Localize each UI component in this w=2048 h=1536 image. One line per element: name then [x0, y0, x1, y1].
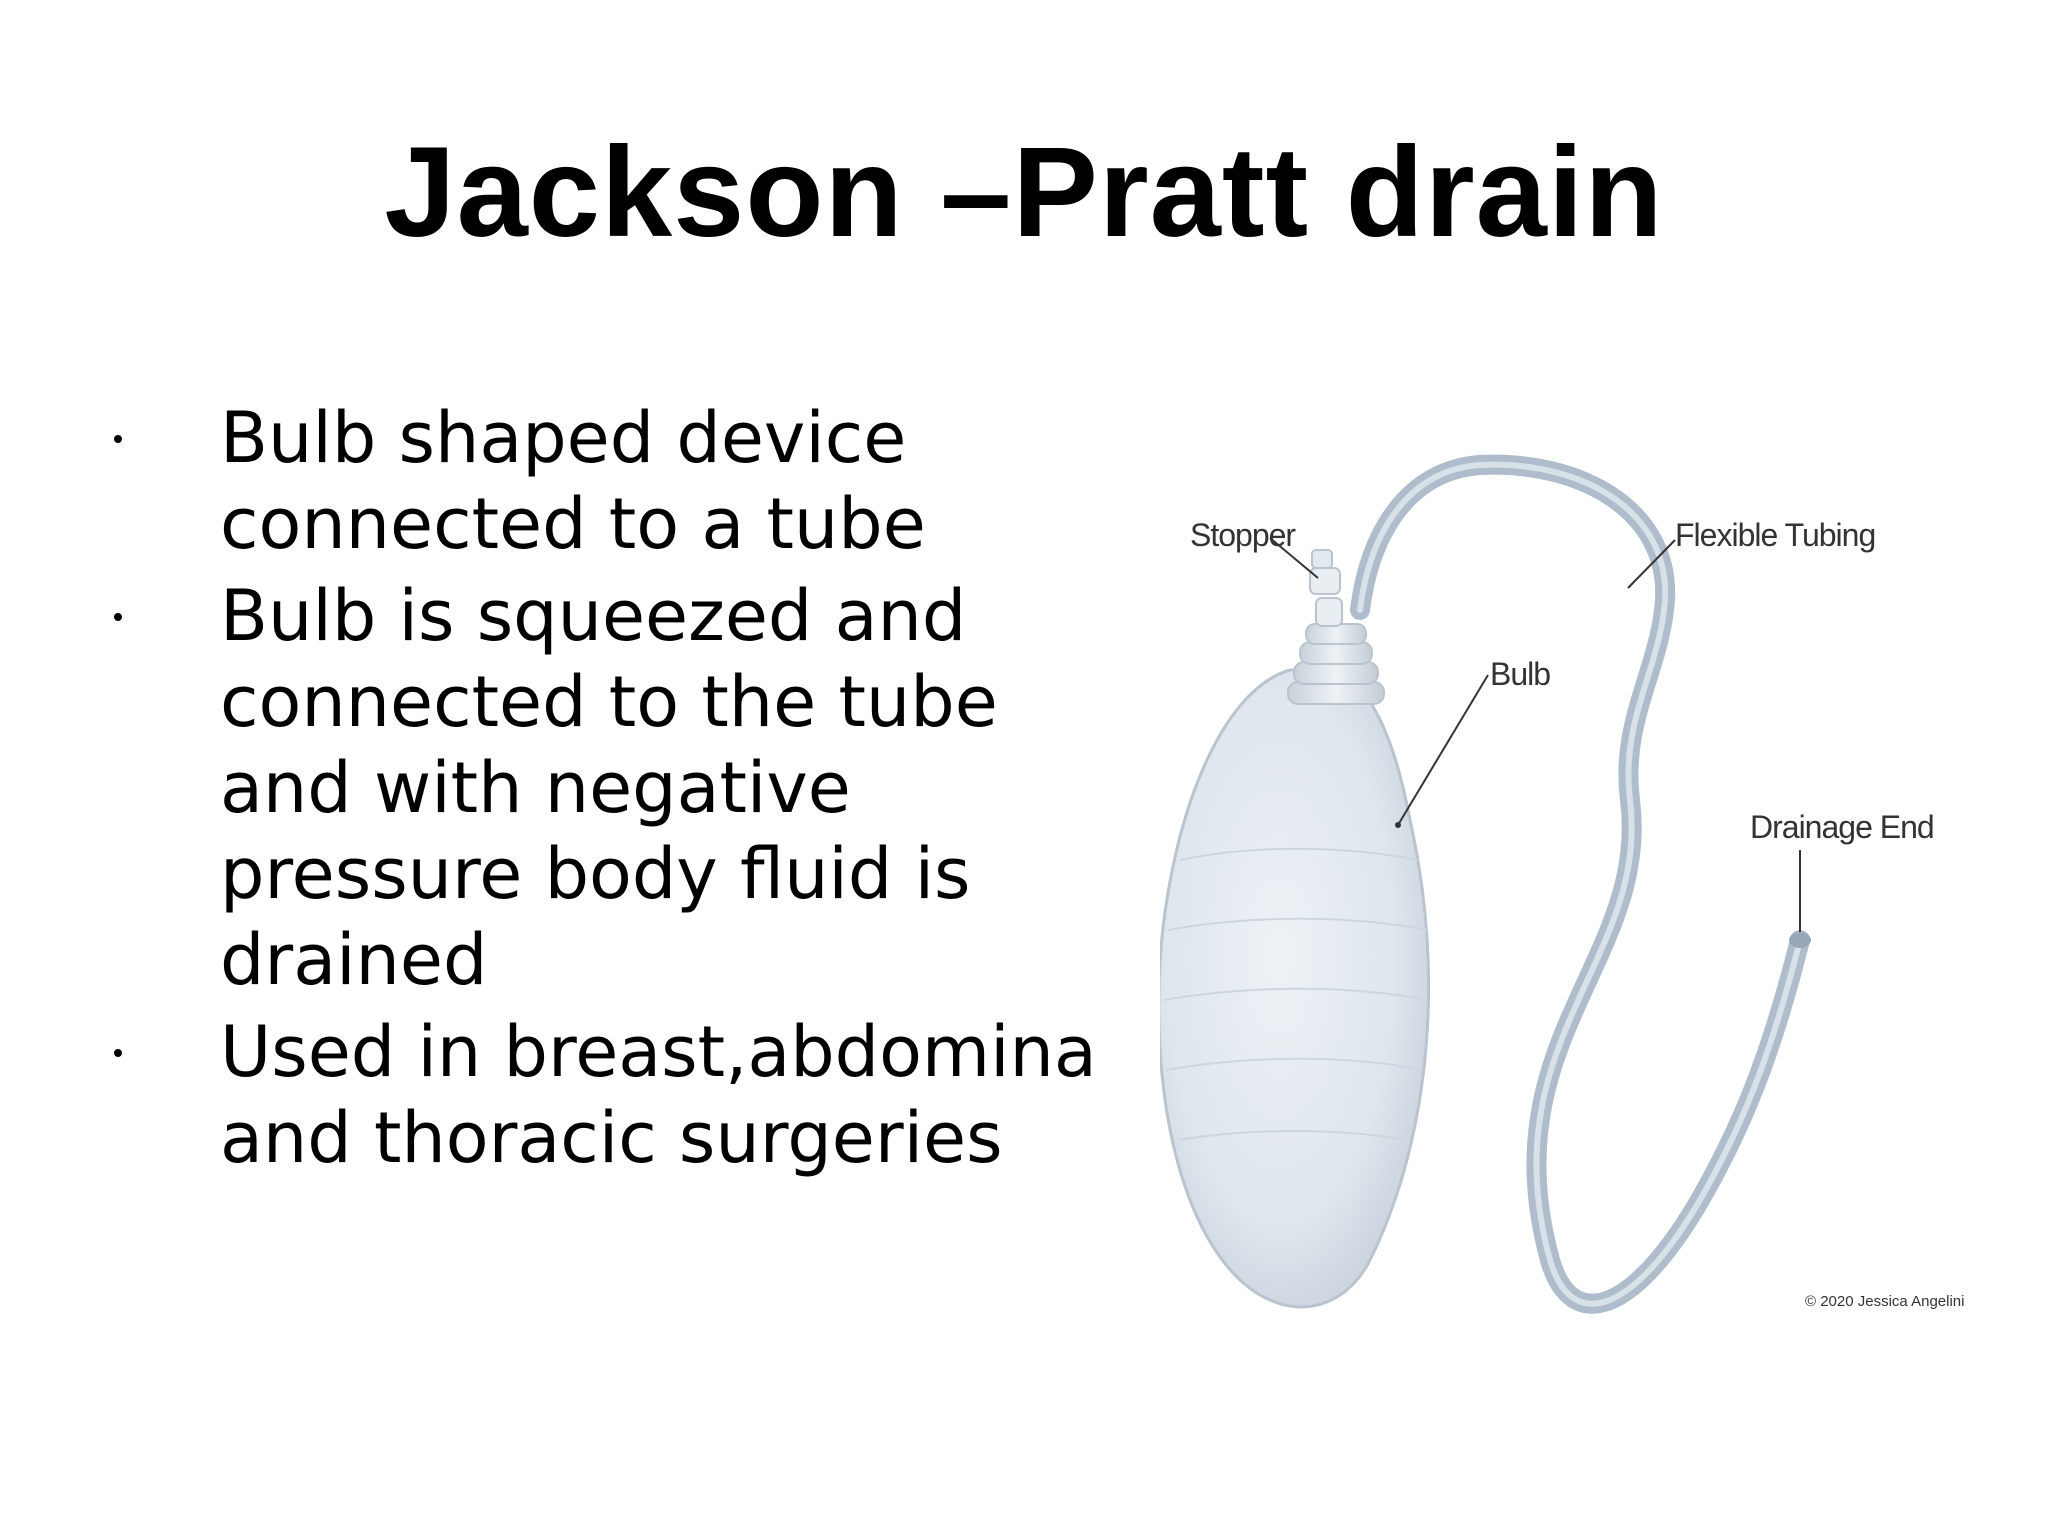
stopper-label: Stopper [1190, 517, 1296, 553]
bullet-list: Bulb shaped device connected to a tube B… [100, 395, 1200, 1181]
bullet-text-line: connected to a tube [220, 483, 926, 565]
slide-title: Jackson –Pratt drain [384, 121, 1664, 264]
bullet-item: Bulb is squeezed and connected to the tu… [100, 573, 1200, 1003]
bullet-dot-icon [114, 1049, 122, 1057]
flexible-tubing-label: Flexible Tubing [1675, 517, 1875, 553]
stopper [1315, 597, 1343, 627]
bulb-neck-ring [1299, 641, 1373, 665]
bulb-band [1165, 1057, 1423, 1071]
bullet-text-line: pressure body fluid is [220, 833, 971, 915]
bulb-band [1163, 987, 1429, 1001]
stopper [1309, 567, 1341, 595]
tubing-highlight [1357, 461, 1803, 1307]
image-credit: © 2020 Jessica Angelini [1805, 1293, 1965, 1310]
bullet-dot-icon [114, 613, 122, 621]
bullet-item: Bulb shaped device connected to a tube [100, 395, 1200, 567]
bulb-band [1167, 917, 1429, 931]
bulb-leader-dot [1395, 822, 1401, 828]
drainage-end-label: Drainage End [1750, 809, 1934, 845]
drain-diagram: Stopper Flexible Tubing Bulb Drainage En… [1160, 454, 1965, 1314]
bullet-text-line: and with negative [220, 747, 851, 829]
bulb-label: Bulb [1490, 656, 1550, 692]
bullet-dot-icon [114, 435, 122, 443]
stopper-cap [1311, 549, 1333, 569]
bulb-band [1179, 847, 1419, 861]
drainage-end-tip [1789, 932, 1811, 948]
bulb-neck-ring [1293, 661, 1379, 685]
flexible-tubing [1350, 454, 1810, 1314]
bullet-text-line: connected to the tube [220, 661, 998, 743]
stopper-leader-line [1269, 537, 1319, 579]
bullet-text-line: drained [220, 919, 488, 1001]
bullet-item: Used in breast,abdomina and thoracic sur… [100, 1009, 1200, 1181]
bulb-leader-line [1397, 674, 1489, 826]
bulb-band [1177, 1130, 1407, 1141]
bullet-text-line: Bulb is squeezed and [220, 575, 967, 657]
bullet-text-line: Bulb shaped device [220, 397, 907, 479]
flexible-tubing-leader-line [1627, 539, 1676, 589]
bullet-text-line: Used in breast,abdomina [220, 1011, 1097, 1093]
bullet-text-line: and thoracic surgeries [220, 1097, 1003, 1179]
bulb-neck-ring [1287, 681, 1385, 705]
jackson-pratt-drain-illustration: Stopper Flexible Tubing Bulb Drainage En… [1160, 440, 1980, 1340]
bulb [1160, 666, 1431, 1309]
